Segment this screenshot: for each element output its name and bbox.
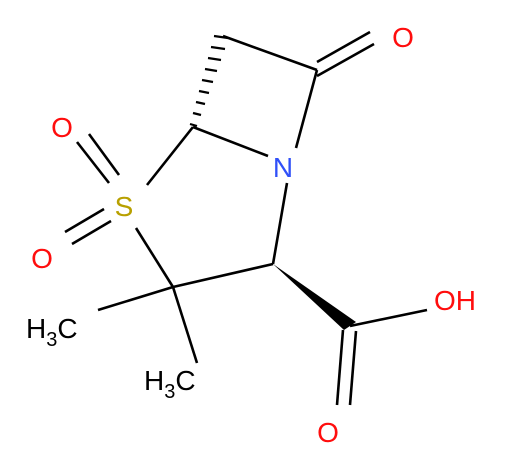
ring-sulfur-label: S [115, 191, 134, 222]
hydroxyl-oxygen-label: OH [434, 285, 476, 316]
ketone-double-bond-b [316, 42, 375, 78]
bond-c8-n [294, 69, 319, 149]
methyl-2-h: H [144, 365, 164, 396]
methyl-1-c: C [57, 313, 77, 344]
sulfonyl-bottom-double-a [64, 207, 105, 234]
bond-c2-methyl-2 [171, 286, 199, 364]
methyl-2-c: C [175, 365, 195, 396]
sulfonyl-oxygen-top-label: O [51, 112, 73, 143]
sulfonyl-top-double-a [75, 141, 111, 184]
solid-wedge-bond-c3-cooh [273, 264, 356, 330]
bond-c2-c3 [172, 262, 274, 289]
carbonyl-double-bond-a [335, 329, 345, 406]
carbonyl-oxygen-label: O [317, 417, 339, 448]
ring-nitrogen-label: N [273, 152, 293, 183]
ketone-double-bond-a [316, 30, 371, 64]
hashed-wedge-bond-c6-c7 [189, 34, 229, 128]
methyl-label-1: H3C [26, 313, 78, 351]
methyl-label-2: H3C [144, 365, 196, 403]
sulfonyl-oxygen-bottom-label: O [31, 243, 53, 274]
methyl-2-subscript: 3 [164, 381, 175, 403]
bond-c3-n [271, 182, 289, 265]
methyl-1-subscript: 3 [46, 329, 57, 351]
bond-c6-s [145, 126, 195, 186]
bond-carboxyl-oh [349, 308, 428, 328]
methyl-1-h: H [26, 313, 46, 344]
sulfonyl-top-double-b [87, 133, 121, 176]
bond-s-c2 [134, 227, 175, 288]
bond-c6-n [192, 125, 269, 158]
ketone-oxygen-label: O [392, 22, 414, 53]
carbonyl-double-bond-b [348, 330, 358, 406]
bond-c7-c8 [222, 34, 318, 72]
sulfonyl-bottom-double-b [71, 219, 112, 246]
bond-c2-methyl-1 [97, 285, 174, 312]
